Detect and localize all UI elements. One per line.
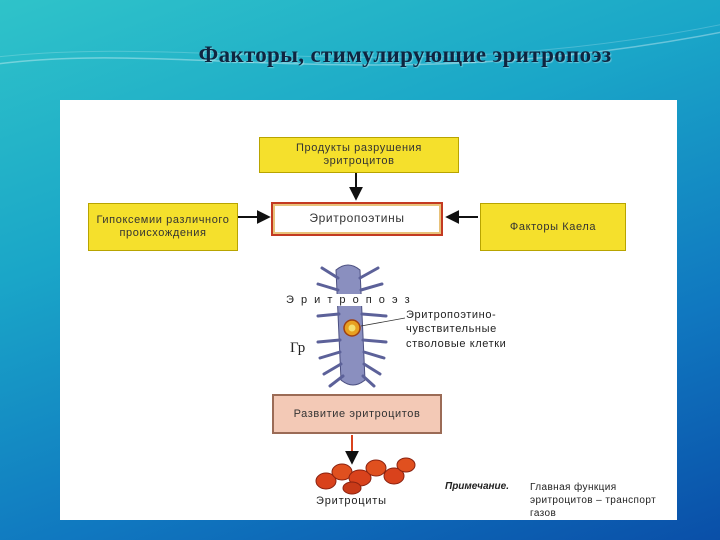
center-box-erythropoietins: Эритропоэтины (271, 202, 443, 236)
left-box-label: Гипоксемии различного происхождения (96, 214, 230, 239)
note-text: Главная функция эритроцитов – транспорт … (530, 482, 657, 519)
note-heading: Примечание. (445, 481, 509, 492)
development-box: Развитие эритроцитов (272, 394, 442, 434)
stem-cells-label: Эритропоэтино-чувствительные стволовые к… (406, 309, 507, 350)
stem-illustration (314, 264, 406, 388)
left-box-hypoxemia: Гипоксемии различного происхождения (88, 203, 238, 251)
right-box-castle-factors: Факторы Каела (480, 203, 626, 251)
right-box-label: Факторы Каела (509, 220, 597, 233)
diagram-panel: Продукты разрушения эритроцитов Эритропо… (60, 100, 677, 520)
top-box-label: Продукты разрушения эритроцитов (296, 142, 422, 167)
center-box-label: Эритропоэтины (309, 211, 405, 226)
process-label: Э р и т р о п о э з (286, 294, 412, 306)
erythrocytes-cluster (315, 457, 416, 495)
cells-label: Эритроциты (316, 495, 387, 507)
marker-label: Гр (290, 340, 306, 356)
development-box-label: Развитие эритроцитов (293, 407, 421, 420)
slide-title: Факторы, стимулирующие эритропоэз (198, 42, 612, 67)
top-box-destruction-products: Продукты разрушения эритроцитов (259, 137, 459, 173)
